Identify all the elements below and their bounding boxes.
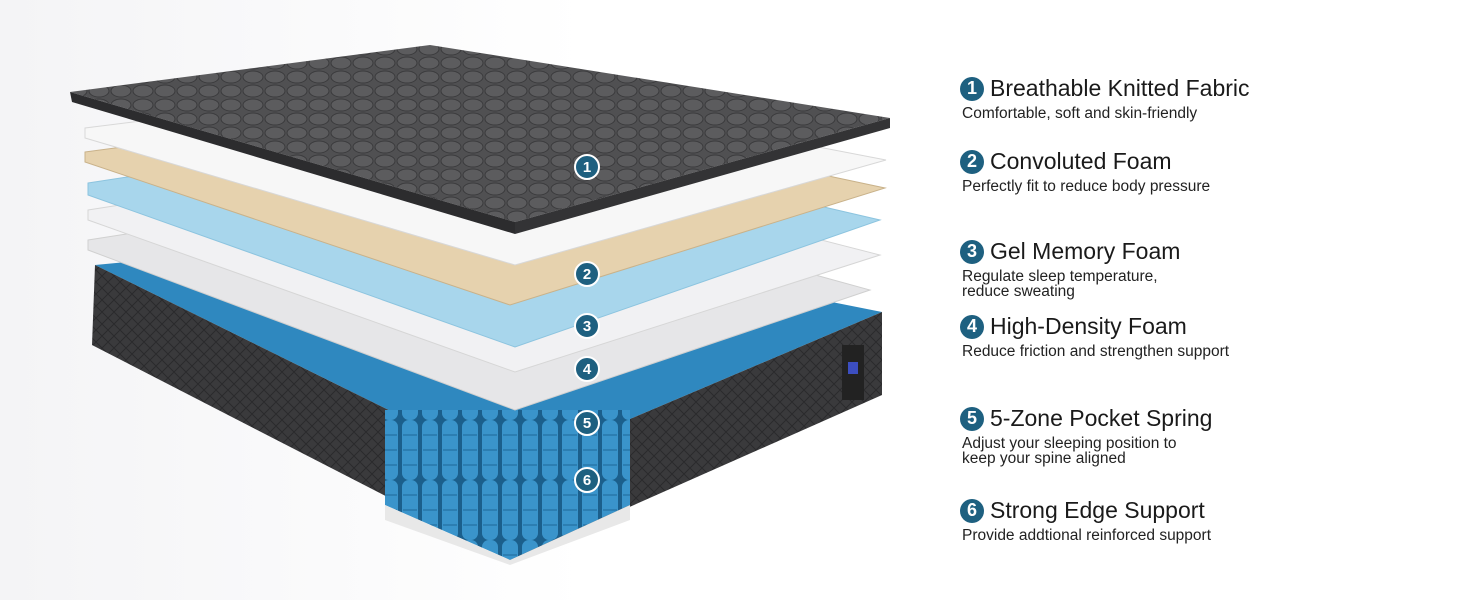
number-badge: 5	[960, 406, 984, 431]
feature-desc: Comfortable, soft and skin-friendly	[962, 105, 1198, 122]
feature-desc: Provide addtional reinforced support	[962, 527, 1212, 544]
layer-marker-3: 3	[574, 313, 600, 339]
number-badge: 6	[960, 498, 984, 523]
feature-title: Breathable Knitted Fabric	[990, 75, 1250, 101]
number-badge: 1	[960, 76, 984, 101]
feature-title: Strong Edge Support	[990, 497, 1205, 523]
feature-title: Convoluted Foam	[990, 148, 1172, 174]
layer-marker-5: 5	[574, 410, 600, 436]
feature-desc: Reduce friction and strengthen support	[962, 343, 1230, 360]
feature-title: 5-Zone Pocket Spring	[990, 405, 1213, 431]
feature-title: Gel Memory Foam	[990, 238, 1181, 264]
feature-desc: Adjust your sleeping position to keep yo…	[962, 435, 1177, 467]
number-badge: 3	[960, 239, 984, 264]
layer-marker-6: 6	[574, 467, 600, 493]
mattress-layers-illustration	[70, 45, 890, 565]
feature-desc: Perfectly fit to reduce body pressure	[962, 178, 1211, 195]
feature-title: High-Density Foam	[990, 313, 1187, 339]
number-badge: 4	[960, 314, 984, 339]
layer-marker-2: 2	[574, 261, 600, 287]
layer-marker-1: 1	[574, 154, 600, 180]
feature-desc: Regulate sleep temperature, reduce sweat…	[962, 268, 1158, 300]
layer-knitted-fabric	[70, 45, 890, 234]
layer-marker-4: 4	[574, 356, 600, 382]
number-badge: 2	[960, 149, 984, 174]
